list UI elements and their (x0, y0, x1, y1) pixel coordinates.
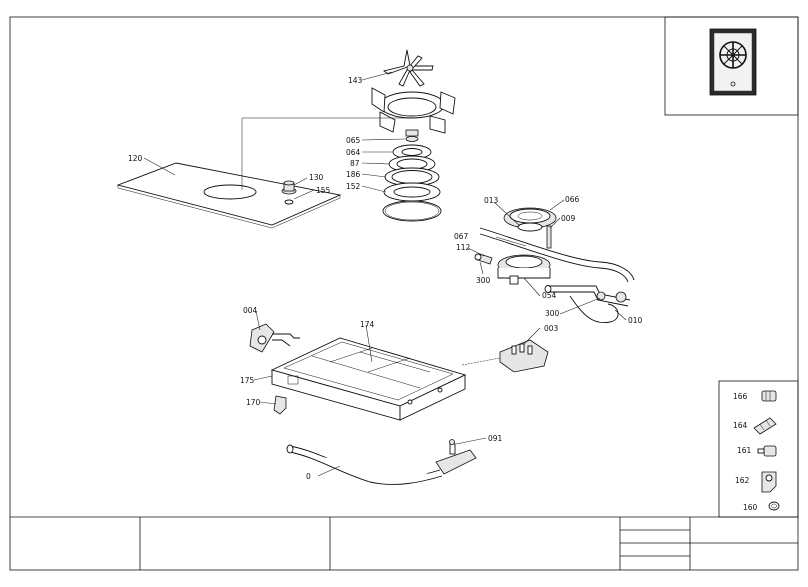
callout-labels: 143 120 065 064 87 186 152 130 155 013 0… (128, 76, 758, 512)
trivet-frame (371, 87, 456, 137)
label-160: 160 (743, 503, 758, 512)
glass-plate-120 (116, 162, 342, 229)
label-155: 155 (316, 186, 331, 195)
label-166: 166 (733, 392, 748, 401)
label-120: 120 (128, 154, 143, 163)
label-054: 054 (542, 291, 557, 300)
fitting-164 (753, 417, 777, 435)
label-164: 164 (733, 421, 748, 430)
pan-support-143 (382, 49, 434, 87)
label-300b: 300 (545, 309, 560, 318)
label-009: 009 (561, 214, 576, 223)
hob-preview-icon (709, 28, 757, 96)
gas-valve-004 (249, 323, 300, 353)
label-152: 152 (346, 182, 361, 191)
label-170: 170 (246, 398, 261, 407)
label-87: 87 (350, 159, 360, 168)
label-066: 066 (565, 195, 580, 204)
label-003: 003 (544, 324, 559, 333)
label-300a: 300 (476, 276, 491, 285)
label-112: 112 (456, 243, 471, 252)
label-161: 161 (737, 446, 752, 455)
label-067: 067 (454, 232, 469, 241)
ignition-module-003 (499, 339, 549, 373)
drawing-frame (9, 16, 799, 571)
label-186: 186 (346, 170, 361, 179)
label-175: 175 (240, 376, 255, 385)
clip-170 (273, 395, 287, 415)
burner-assembly (474, 207, 635, 324)
fitting-161 (757, 445, 777, 457)
label-162: 162 (735, 476, 750, 485)
fitting-166 (761, 390, 777, 402)
gas-rail-0 (286, 439, 477, 485)
label-013: 013 (484, 196, 499, 205)
fitting-162 (761, 471, 777, 493)
label-091: 091 (488, 434, 503, 443)
label-010: 010 (628, 316, 643, 325)
label-004: 004 (243, 306, 258, 315)
washer-160 (768, 501, 780, 511)
label-0: 0 (306, 472, 311, 481)
base-tray-175 (270, 337, 467, 421)
burner-stack (382, 136, 442, 222)
label-174: 174 (360, 320, 375, 329)
label-143: 143 (348, 76, 363, 85)
label-130: 130 (309, 173, 324, 182)
leader-lines (143, 71, 627, 477)
label-064: 064 (346, 148, 361, 157)
label-065: 065 (346, 136, 361, 145)
